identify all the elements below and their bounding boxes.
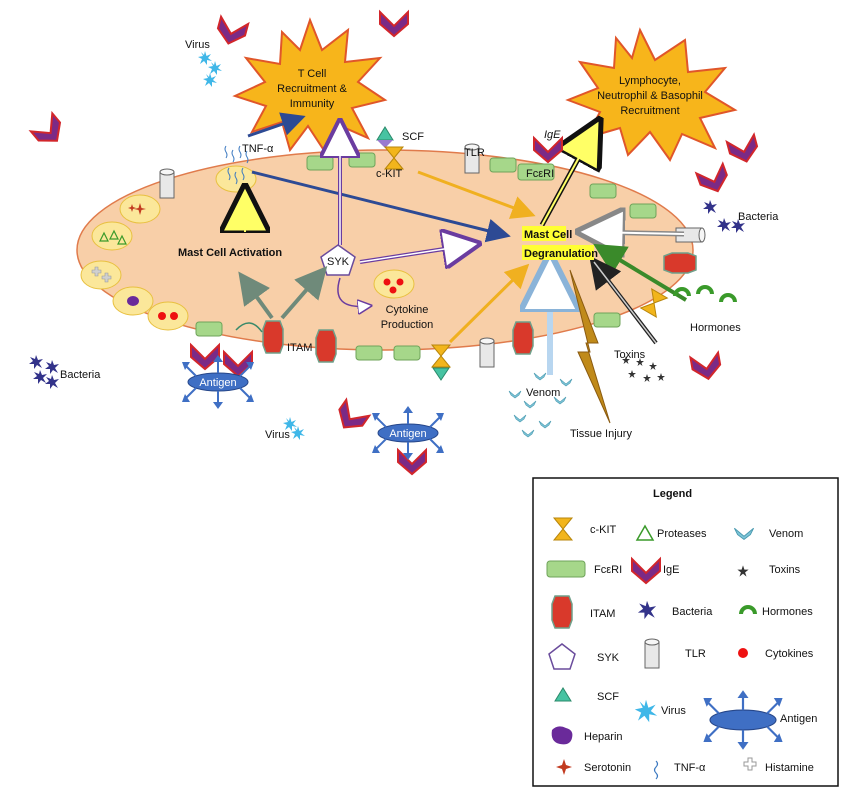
degranulation-label-line2: Degranulation [524, 248, 598, 260]
legend-histamine-icon [743, 757, 757, 771]
legend-title: Legend [653, 488, 692, 500]
legend-heparin: Heparin [584, 731, 623, 743]
syk-label: SYK [327, 256, 350, 268]
legend-bacteria: Bacteria [672, 606, 713, 618]
antigen-label-left: Antigen [199, 377, 236, 389]
tlr-label: TLR [464, 147, 485, 159]
legend-ckit: c-KIT [590, 524, 617, 536]
granule-tnf [215, 165, 257, 193]
syk-pentagon [320, 244, 356, 276]
tnf-alpha-release [224, 145, 249, 185]
hormones-label: Hormones [690, 322, 741, 334]
granule-cytokine-production [373, 269, 415, 299]
toxins-label: Toxins [614, 349, 646, 361]
legend-fceri-icon [546, 560, 586, 578]
cytokine-label-line2: Production [381, 319, 434, 331]
ckit-bottom [431, 344, 451, 381]
virus-bottom-label: Virus [265, 429, 290, 441]
legend-virus: Virus [661, 705, 686, 717]
legend-toxins: Toxins [769, 564, 801, 576]
legend-cytokines: Cytokines [765, 648, 814, 660]
legend-itam: ITAM [590, 608, 615, 620]
legend-syk-icon [548, 643, 576, 670]
antigen-label-bottom: Antigen [389, 428, 426, 440]
legend-tlr-icon [644, 638, 660, 669]
venom-drops [508, 372, 573, 438]
degranulation-label-line1: Mast Cell [524, 229, 572, 241]
fceri-label: FcεRI [526, 168, 554, 180]
legend-itam-icon [551, 595, 573, 629]
arrows [236, 118, 688, 375]
t-cell-label-line3: Immunity [290, 98, 335, 110]
legend-venom: Venom [769, 528, 803, 540]
legend-ige: IgE [663, 564, 680, 576]
legend-box [532, 477, 839, 787]
legend-serotonin-icon [556, 759, 572, 775]
legend-cytokines-icon [738, 648, 748, 658]
legend-serotonin: Serotonin [584, 762, 631, 774]
degranulation-highlight-2 [522, 245, 594, 260]
legend-hormones: Hormones [762, 606, 813, 618]
lymphocyte-label-line1: Lymphocyte, [619, 75, 681, 87]
legend-syk: SYK [597, 652, 620, 664]
bacteria-right-label: Bacteria [738, 211, 779, 223]
tissue-injury-bolt [569, 269, 611, 424]
legend: Legend c-KIT Proteases Venom FcεRI IgE T… [532, 477, 839, 787]
legend-tnf-icon [653, 760, 659, 780]
venom-label: Venom [526, 387, 560, 399]
t-cell-label-line1: T Cell [298, 68, 327, 80]
legend-heparin-icon [551, 726, 573, 745]
lymphocyte-label-line3: Recruitment [620, 105, 679, 117]
tissue-injury-label: Tissue Injury [570, 428, 632, 440]
cytokine-label-line1: Cytokine [386, 304, 429, 316]
degranulation-highlight-1 [522, 226, 566, 241]
tnf-label: TNF-α [242, 143, 274, 155]
ckit-top [376, 126, 404, 170]
granule-histamine [80, 260, 122, 290]
lymphocyte-recruitment-burst: Lymphocyte, Neutrophil & Basophil Recrui… [565, 27, 738, 162]
ige-label: IgE [544, 129, 561, 141]
granule-cytokines [147, 301, 189, 331]
bacteria-left-label: Bacteria [60, 369, 101, 381]
mast-cell-activation-label: Mast Cell Activation [178, 247, 282, 259]
legend-proteases-icon [635, 524, 655, 541]
legend-antigen: Antigen [780, 713, 817, 725]
t-cell-label-line2: Recruitment & [277, 83, 347, 95]
legend-scf: SCF [597, 691, 619, 703]
legend-proteases: Proteases [657, 528, 707, 540]
legend-tnf: TNF-α [674, 762, 706, 774]
legend-scf-icon [554, 687, 572, 702]
legend-histamine: Histamine [765, 762, 814, 774]
scf-label: SCF [402, 131, 424, 143]
lymphocyte-label-line2: Neutrophil & Basophil [597, 90, 703, 102]
itam-label: ITAM [287, 342, 312, 354]
fceri-receptors [195, 152, 657, 361]
legend-tlr: TLR [685, 648, 706, 660]
virus-top-label: Virus [185, 39, 210, 51]
legend-fceri: FcεRI [594, 564, 622, 576]
ckit-label: c-KIT [376, 168, 403, 180]
